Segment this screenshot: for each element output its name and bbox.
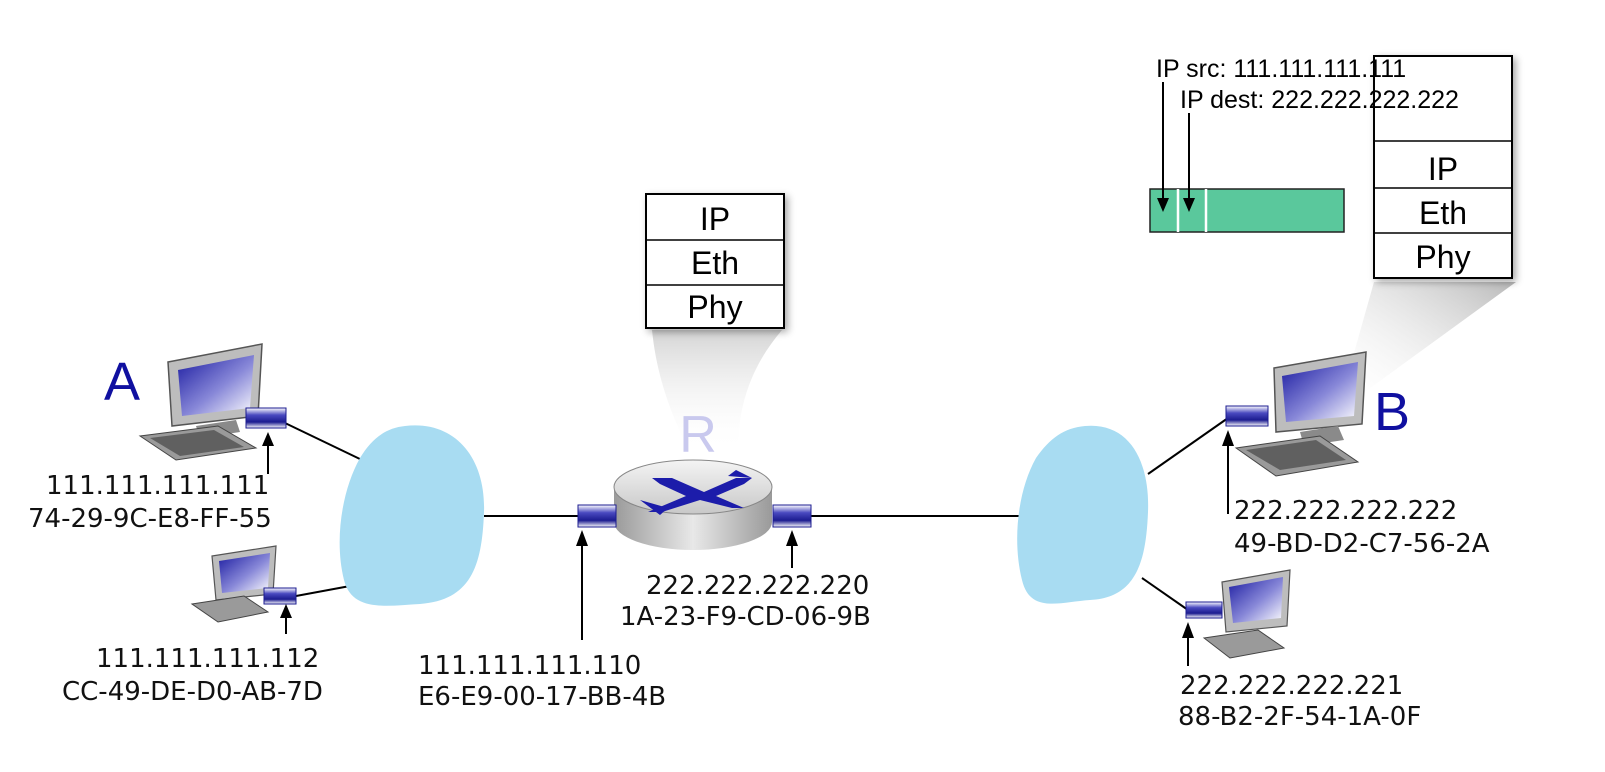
host-a2-ip: 111.111.111.112 bbox=[96, 644, 319, 674]
router-stack-ip: IP bbox=[700, 201, 730, 237]
host-b2-mac: 88-B2-2F-54-1A-0F bbox=[1178, 702, 1421, 732]
router bbox=[614, 460, 772, 550]
router-left-ip: 111.111.111.110 bbox=[418, 651, 641, 681]
router-left-mac: E6-E9-00-17-BB-4B bbox=[418, 682, 666, 712]
host-a-mac: 74-29-9C-E8-FF-55 bbox=[28, 504, 272, 534]
router-label: R bbox=[679, 406, 717, 464]
subnet-1-cloud bbox=[340, 425, 484, 605]
host-b2-interface bbox=[1186, 602, 1222, 618]
ip-datagram bbox=[1150, 189, 1344, 232]
host-b-label: B bbox=[1374, 382, 1410, 442]
link-host-a bbox=[285, 423, 362, 460]
link-host-b bbox=[1148, 418, 1228, 474]
host-a-computer-icon bbox=[140, 344, 262, 460]
host-a-interface bbox=[246, 408, 286, 428]
host-b2-ip: 222.222.222.221 bbox=[1180, 671, 1403, 701]
subnet-2-cloud bbox=[1017, 426, 1148, 604]
host-b-stack-beam bbox=[1352, 282, 1516, 394]
host-b-stack-eth: Eth bbox=[1419, 195, 1467, 231]
link-host-a2 bbox=[296, 586, 350, 596]
host-a-label: A bbox=[104, 352, 140, 412]
host-a2-computer-icon bbox=[192, 546, 276, 622]
host-b-ip: 222.222.222.222 bbox=[1234, 496, 1457, 526]
router-right-interface bbox=[773, 505, 811, 527]
router-right-mac: 1A-23-F9-CD-06-9B bbox=[620, 602, 871, 632]
datagram-src-label: IP src: 111.111.111.111 bbox=[1156, 55, 1406, 83]
host-b-stack-ip: IP bbox=[1428, 151, 1458, 187]
host-a2-mac: CC-49-DE-D0-AB-7D bbox=[62, 677, 323, 707]
router-stack-eth: Eth bbox=[691, 245, 739, 281]
router-right-ip: 222.222.222.220 bbox=[646, 571, 869, 601]
link-host-b2 bbox=[1142, 578, 1188, 610]
datagram-dest-label: IP dest: 222.222.222.222 bbox=[1180, 86, 1459, 114]
host-a2-interface bbox=[264, 588, 296, 604]
router-stack-phy: Phy bbox=[687, 289, 742, 325]
router-left-interface bbox=[578, 505, 616, 527]
host-b-interface bbox=[1226, 406, 1268, 426]
host-b-mac: 49-BD-D2-C7-56-2A bbox=[1234, 529, 1490, 559]
host-a-ip: 111.111.111.111 bbox=[46, 471, 269, 501]
host-b-stack-phy: Phy bbox=[1415, 239, 1470, 275]
router-stack-beam bbox=[652, 330, 782, 452]
